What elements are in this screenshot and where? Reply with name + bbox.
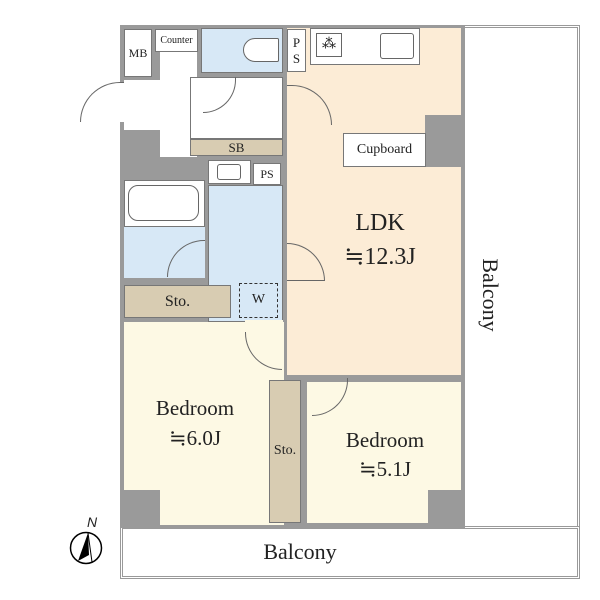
storage-left: Sto.	[124, 285, 231, 318]
shoe-box: SB	[190, 139, 283, 156]
toilet-icon	[243, 38, 279, 62]
washer-space: W	[239, 283, 278, 318]
bedroom-2-label: Bedroom	[345, 428, 425, 453]
column-bedroom-2	[428, 490, 462, 526]
entrance-door[interactable]	[80, 82, 124, 122]
column-bedroom-1	[124, 490, 160, 526]
balcony-bottom-label: Balcony	[263, 538, 337, 564]
sink-icon	[380, 33, 414, 59]
storage-mid: Sto.	[269, 380, 301, 523]
balcony-right-label: Balcony	[478, 258, 504, 332]
bedroom-1-label: Bedroom	[155, 396, 235, 421]
pipe-space-top: P S	[287, 29, 306, 72]
bedroom-2-size: ≒5.1J	[358, 457, 412, 482]
compass-icon	[69, 531, 103, 565]
north-label: N	[86, 513, 98, 530]
stove-icon: ⁂	[316, 33, 342, 57]
counter: Counter	[155, 29, 198, 52]
meter-box: MB	[124, 29, 152, 77]
bedroom-1-size: ≒6.0J	[168, 426, 222, 451]
basin-icon	[217, 164, 241, 180]
pipe-space-wash: PS	[253, 163, 281, 185]
column-right	[425, 115, 462, 167]
bathtub-icon	[128, 185, 199, 221]
ldk-label: LDK	[355, 209, 405, 236]
room-ldk	[287, 28, 461, 375]
cupboard: Cupboard	[343, 133, 426, 167]
ldk-size: ≒12.3J	[344, 243, 416, 270]
